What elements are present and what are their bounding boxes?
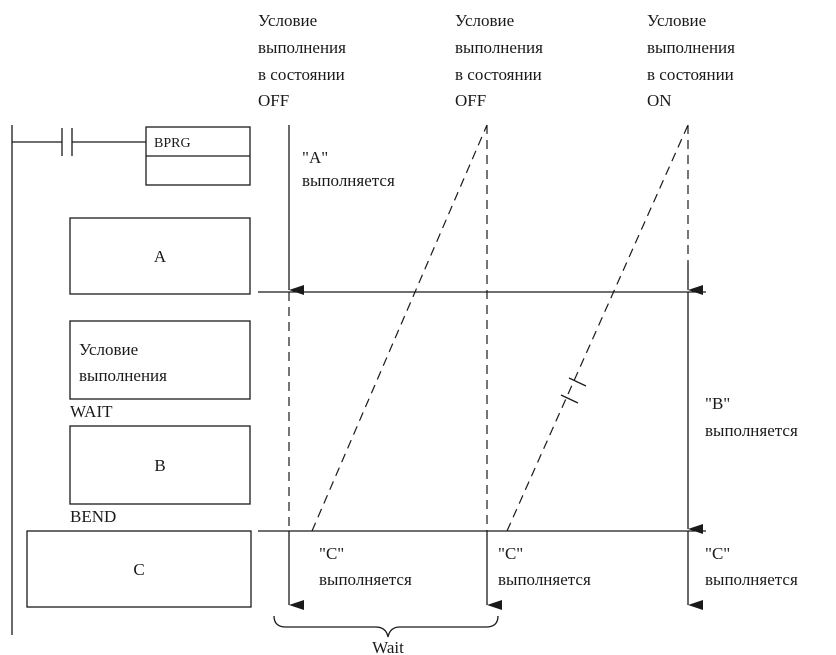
column-3-line-2: выполнения bbox=[647, 38, 735, 57]
column-3-line-1: Условие bbox=[647, 11, 706, 30]
column-2-line-3: в состоянии bbox=[455, 65, 542, 84]
column-2-diagonal-dashed bbox=[311, 124, 488, 532]
column-1-line-1: Условие bbox=[258, 11, 317, 30]
column-3-contact-tick-1 bbox=[560, 394, 579, 404]
column-3-diagonal-dashed bbox=[506, 124, 689, 532]
column-3-line-4: ON bbox=[647, 91, 672, 110]
c-executes-1-quote: "C" bbox=[319, 544, 344, 563]
block-b-label: B bbox=[154, 456, 165, 475]
block-c: C bbox=[26, 530, 252, 608]
condition-box bbox=[69, 320, 251, 400]
column-3-contact-tick-2 bbox=[568, 377, 587, 387]
wait-brace-label: Wait bbox=[372, 638, 404, 655]
c-executes-1-text: выполняется bbox=[319, 570, 412, 589]
c-executes-2-quote: "C" bbox=[498, 544, 523, 563]
b-executes-text: выполняется bbox=[705, 421, 798, 440]
column-1-line-4: OFF bbox=[258, 91, 289, 110]
a-executes-text: выполняется bbox=[302, 171, 395, 190]
condition-line-1: Условие bbox=[79, 340, 138, 359]
c-executes-3-text: выполняется bbox=[705, 570, 798, 589]
column-1-line-3: в состоянии bbox=[258, 65, 345, 84]
c-executes-2-text: выполняется bbox=[498, 570, 591, 589]
column-header-1: Условие выполнения в состоянии OFF bbox=[258, 11, 346, 110]
column-2-line-4: OFF bbox=[455, 91, 486, 110]
wait-brace bbox=[273, 615, 499, 638]
column-header-3: Условие выполнения в состоянии ON bbox=[647, 11, 735, 110]
block-b-box bbox=[69, 425, 251, 505]
block-c-box bbox=[26, 530, 252, 608]
b-executes-quote: "B" bbox=[705, 394, 730, 413]
column-3-line-3: в состоянии bbox=[647, 65, 734, 84]
block-c-label: C bbox=[133, 560, 144, 579]
block-a-label: A bbox=[154, 247, 167, 266]
column-2-line-2: выполнения bbox=[455, 38, 543, 57]
column-2-line-1: Условие bbox=[455, 11, 514, 30]
a-executes-quote: "A" bbox=[302, 148, 328, 167]
bend-instruction-label: BEND bbox=[70, 507, 116, 526]
column-1-line-2: выполнения bbox=[258, 38, 346, 57]
wait-instruction-label: WAIT bbox=[70, 402, 113, 421]
block-a-box bbox=[69, 217, 251, 295]
bprg-label: BPRG bbox=[154, 136, 191, 151]
condition-block: Условие выполнения bbox=[69, 320, 251, 400]
bprg-instruction: BPRG bbox=[145, 126, 251, 186]
c-executes-3-quote: "C" bbox=[705, 544, 730, 563]
condition-line-2: выполнения bbox=[79, 366, 167, 385]
block-b: B bbox=[69, 425, 251, 505]
block-a: A bbox=[69, 217, 251, 295]
column-header-2: Условие выполнения в состоянии OFF bbox=[455, 11, 543, 110]
